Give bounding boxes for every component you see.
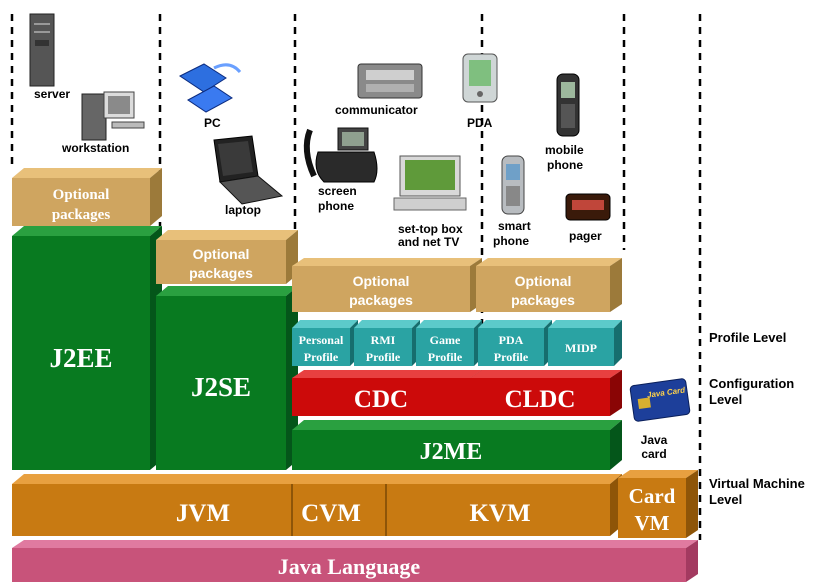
midp-label: MIDP [565, 341, 597, 355]
smart-phone-icon [501, 155, 525, 215]
profile-level-label: Profile Level [709, 330, 786, 345]
optional-packages-cldc: Optional packages [476, 258, 622, 312]
game-profile-block: Game Profile [416, 320, 482, 366]
device-label-smart-phone-2: phone [493, 234, 529, 248]
device-label-communicator: communicator [335, 103, 418, 117]
vm-row: JVM CVM KVM [12, 474, 622, 536]
optional-packages-cdc: Optional packages [292, 258, 482, 312]
cldc-block: CLDC [470, 370, 622, 416]
pager-icon [565, 193, 611, 221]
optional-label-2: packages [52, 207, 111, 223]
pda-profile-label-1: PDA [499, 333, 524, 347]
optional-label-2: packages [349, 292, 413, 308]
optional-label-1: Optional [53, 187, 110, 203]
configuration-level-label-1: Configuration [709, 376, 794, 391]
pda-profile-block: PDA Profile [478, 320, 552, 366]
laptop-icon [213, 135, 284, 205]
server-icon [29, 13, 55, 87]
optional-label-1: Optional [353, 273, 410, 289]
jvm-label: JVM [176, 500, 230, 527]
configuration-level-label-2: Level [709, 392, 742, 407]
card-vm-label-1: Card [629, 484, 676, 508]
j2me-block: J2ME [292, 420, 622, 470]
device-label-screen-phone-1: screen [318, 184, 357, 198]
mobile-phone-icon [556, 73, 580, 137]
device-label-screen-phone-2: phone [318, 199, 354, 213]
workstation-icon [81, 91, 145, 141]
java-card-caption-1: Java [641, 433, 668, 447]
personal-profile-label-2: Profile [304, 350, 339, 364]
device-label-server: server [34, 87, 70, 101]
java-card-caption-2: card [641, 447, 666, 461]
kvm-label: KVM [469, 500, 530, 527]
game-profile-label-2: Profile [428, 350, 463, 364]
card-vm-label-2: VM [635, 511, 670, 535]
card-vm-block: Card VM [618, 470, 698, 538]
midp-block: MIDP [548, 320, 622, 366]
cvm-label: CVM [301, 500, 361, 527]
communicator-icon [357, 63, 423, 99]
device-label-mobile-phone-2: phone [547, 158, 583, 172]
device-label-smart-phone-1: smart [498, 219, 531, 233]
optional-label-1: Optional [515, 273, 572, 289]
rmi-profile-label-2: Profile [366, 350, 401, 364]
level-labels: Profile Level Configuration Level Virtua… [709, 330, 805, 507]
java-card-icon: Java Card [629, 378, 691, 422]
j2me-label: J2ME [420, 439, 483, 465]
device-label-laptop: laptop [225, 203, 261, 217]
personal-profile-block: Personal Profile [292, 320, 358, 366]
device-label-settop-2: and net TV [398, 235, 459, 249]
java-language-label: Java Language [278, 554, 421, 579]
rmi-profile-block: RMI Profile [354, 320, 420, 366]
personal-profile-label-1: Personal [299, 333, 344, 347]
optional-label-1: Optional [193, 246, 250, 262]
game-profile-label-1: Game [430, 333, 461, 347]
pda-icon [462, 53, 498, 103]
vm-level-label-1: Virtual Machine [709, 476, 805, 491]
device-labels: server workstation PC laptop communicato… [34, 87, 602, 249]
cldc-label: CLDC [505, 386, 576, 413]
j2se-label: J2SE [191, 372, 251, 402]
optional-label-2: packages [189, 265, 253, 281]
device-label-workstation: workstation [61, 141, 129, 155]
device-label-pda: PDA [467, 116, 493, 130]
java-language-block: Java Language [12, 540, 698, 582]
set-top-box-icon [393, 155, 467, 211]
optional-label-2: packages [511, 292, 575, 308]
device-label-mobile-phone-1: mobile [545, 143, 584, 157]
optional-packages-j2ee: Optional packages [12, 168, 162, 226]
rmi-profile-label-1: RMI [371, 333, 396, 347]
j2se-block: J2SE [156, 286, 298, 470]
j2ee-label: J2EE [49, 343, 112, 373]
device-label-pc: PC [204, 116, 221, 130]
screen-phone-icon [303, 127, 378, 183]
pda-profile-label-2: Profile [494, 350, 529, 364]
vm-level-label-2: Level [709, 492, 742, 507]
pc-icon [179, 63, 242, 113]
optional-packages-j2se: Optional packages [156, 230, 298, 284]
j2ee-block: J2EE [12, 226, 162, 470]
cdc-label: CDC [354, 386, 408, 413]
cdc-block: CDC [292, 370, 482, 416]
device-label-pager: pager [569, 229, 602, 243]
device-label-settop-1: set-top box [398, 222, 463, 236]
